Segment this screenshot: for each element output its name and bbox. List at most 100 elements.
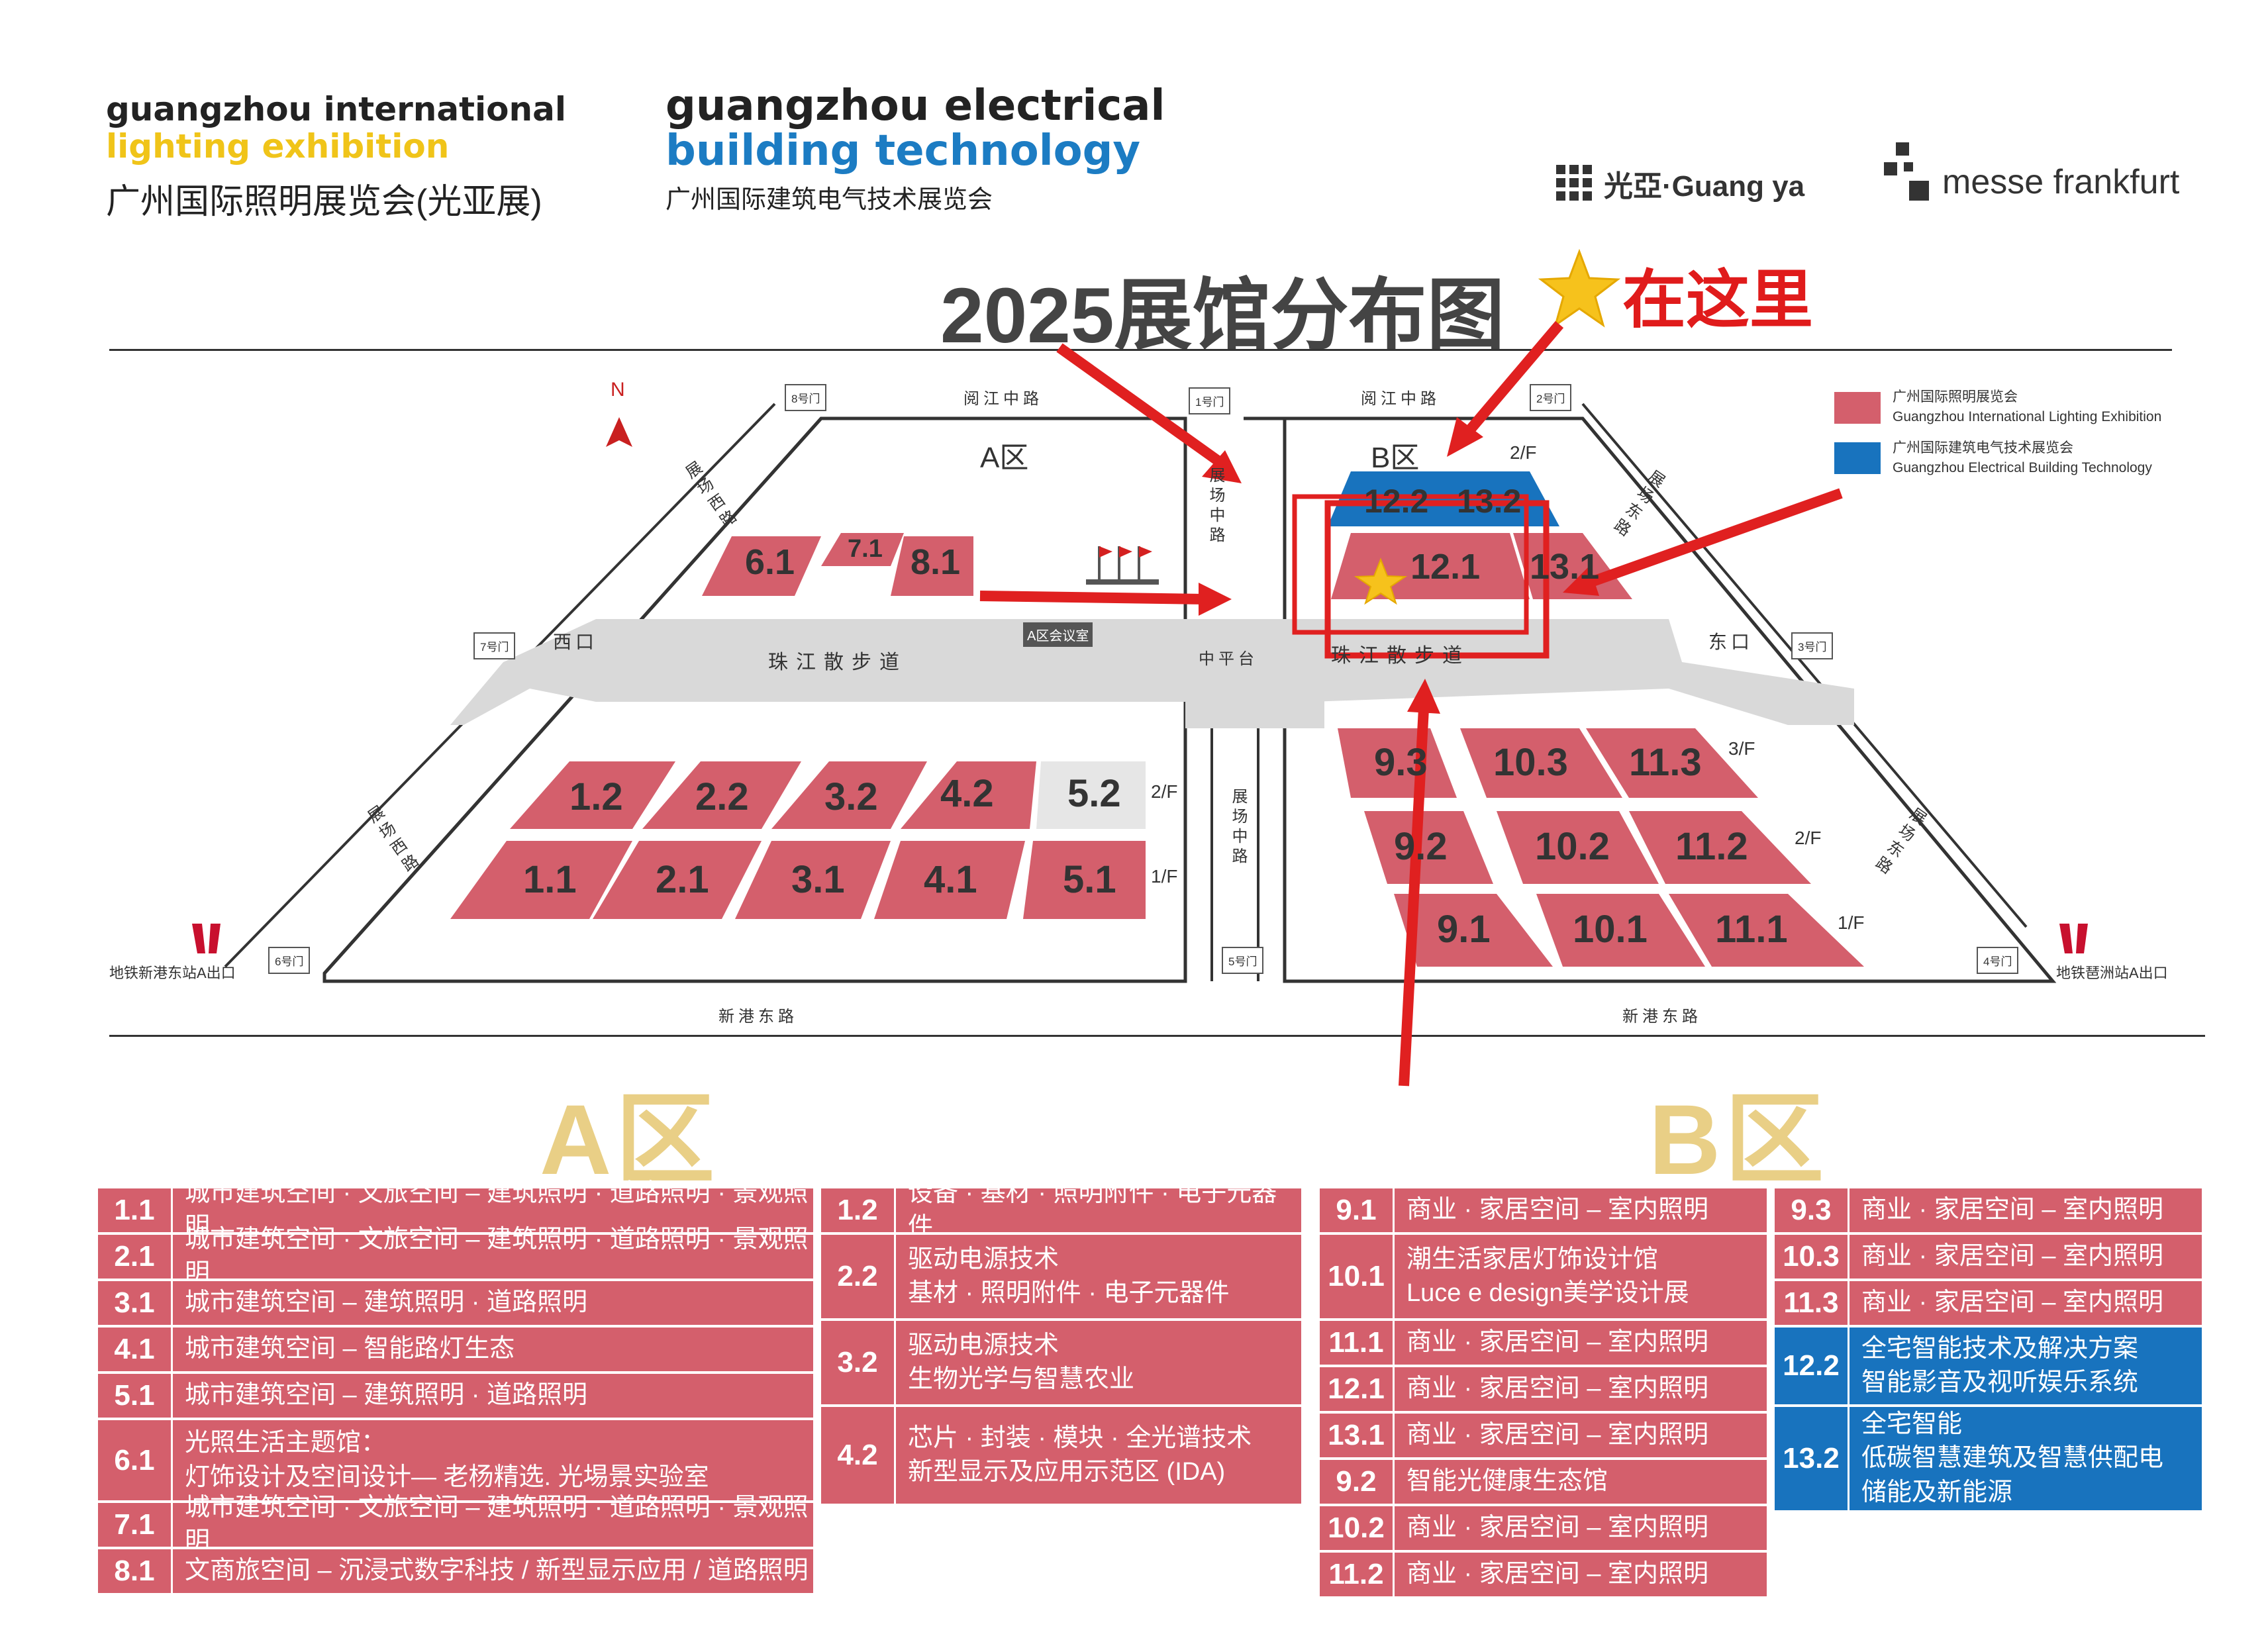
hall-row-description: 城市建筑空间 · 文旅空间 – 建筑照明 · 道路照明 · 景观照明: [173, 1226, 813, 1287]
hall-label-9-2: 9.2: [1394, 825, 1448, 868]
hall-row-line: 全宅智能: [1861, 1410, 1963, 1439]
hall-row-number: 11.1: [1320, 1321, 1395, 1365]
gate-1: 1号门: [1189, 387, 1231, 414]
hall-row-line: 商业 · 家居空间 – 室内照明: [1406, 1421, 1709, 1449]
hall-row-number: 10.1: [1320, 1235, 1395, 1318]
zone-b-outline: [1244, 416, 2057, 983]
hall-row-4-1: 4.1 城市建筑空间 – 智能路灯生态: [98, 1328, 813, 1371]
hall-row-line: 商业 · 家居空间 – 室内照明: [1406, 1328, 1709, 1357]
hall-row-1-2: 1.2 设备 · 基材 · 照明附件 · 电子元器件: [821, 1179, 1301, 1241]
zone-b-label: B区: [1371, 442, 1420, 474]
hall-label-10-1: 10.1: [1573, 908, 1648, 951]
hall-label-12-2: 12.2: [1364, 483, 1429, 520]
hall-7-1-block: [821, 533, 904, 566]
hall-row-description: 全宅智能低碳智慧建筑及智慧供配电储能及新能源: [1849, 1407, 2202, 1510]
hall-row-description: 城市建筑空间 – 建筑照明 · 道路照明: [173, 1374, 813, 1418]
hall-row-number: 9.2: [1320, 1460, 1395, 1504]
hall-label-3-2: 3.2: [824, 775, 878, 818]
hall-row-description: 光照生活主题馆：灯饰设计及空间设计— 老杨精选. 光埸景实验室: [173, 1420, 813, 1500]
gate-5: 5号门: [1222, 947, 1264, 974]
hall-2-2-block: [642, 761, 801, 829]
guangya-grid-icon: [1556, 165, 1592, 201]
road-mid-upper: 展场中路: [1207, 467, 1224, 546]
metro-right-label: 地铁琶洲站A出口: [2056, 965, 2168, 981]
gate-3: 3号门: [1791, 632, 1834, 659]
floor-a-2f: 2/F: [1151, 781, 1178, 802]
page-title: 2025展馆分布图: [940, 272, 1505, 360]
center-platform-label: 中平台: [1199, 650, 1258, 668]
hall-row-line: 城市建筑空间 – 智能路灯生态: [185, 1335, 515, 1363]
hall-row-description: 商业 · 家居空间 – 室内照明: [1395, 1367, 1767, 1411]
hall-4-1-block: [874, 841, 1025, 919]
hall-row-description: 城市建筑空间 – 智能路灯生态: [173, 1328, 813, 1371]
hall-row-line: 全宅智能技术及解决方案: [1861, 1334, 2139, 1363]
hall-label-12-1: 12.1: [1410, 547, 1481, 587]
road-top-a: 阅江中路: [963, 390, 1043, 408]
hall-label-5-2: 5.2: [1067, 772, 1121, 815]
hall-row-line: 智能影音及视听娱乐系统: [1861, 1369, 2139, 1396]
hall-11-1-block: [1669, 894, 1864, 967]
hall-row-number: 1.2: [821, 1188, 896, 1232]
hall-label-8-1: 8.1: [911, 542, 961, 582]
hall-row-line: 智能光健康生态馆: [1406, 1467, 1608, 1496]
promenade: [450, 619, 1854, 725]
legend-building-swatch: [1834, 442, 1881, 474]
hall-label-5-1: 5.1: [1063, 858, 1116, 901]
hall-row-number: 4.1: [98, 1328, 173, 1371]
north-arrow-icon: [606, 417, 632, 447]
hall-row-line: 城市建筑空间 – 建筑照明 · 道路照明: [185, 1381, 588, 1410]
hall-row-description: 驱动电源技术生物光学与智慧农业: [896, 1321, 1301, 1404]
hall-row-number: 11.2: [1320, 1553, 1395, 1596]
hall-row-number: 6.1: [98, 1420, 173, 1500]
hall-row-number: 3.1: [98, 1281, 173, 1325]
hall-row-12-2: 12.2 全宅智能技术及解决方案智能影音及视听娱乐系统: [1775, 1328, 2202, 1404]
flags-icon: [1086, 546, 1159, 585]
hall-11-2-block: [1629, 811, 1811, 884]
hall-label-3-1: 3.1: [791, 858, 845, 901]
floor-b-1f: 1/F: [1838, 912, 1865, 933]
hall-row-line: 设备 · 基材 · 照明附件 · 电子元器件: [908, 1179, 1277, 1241]
hall-row-description: 商业 · 家居空间 – 室内照明: [1395, 1414, 1767, 1457]
hall-row-number: 13.2: [1775, 1407, 1849, 1510]
hall-label-1-2: 1.2: [569, 775, 623, 818]
hall-row-description: 驱动电源技术基材 · 照明附件 · 电子元器件: [896, 1235, 1301, 1318]
hall-row-line: 驱动电源技术: [908, 1245, 1060, 1273]
legend-lighting-cn: 广州国际照明展览会: [1893, 389, 2018, 405]
hall-label-2-1: 2.1: [656, 858, 709, 901]
metro-left-label: 地铁新港东站A出口: [109, 965, 236, 981]
hall-row-number: 12.2: [1775, 1328, 1849, 1404]
highlight-outer-box: [1324, 500, 1550, 659]
hall-row-number: 13.1: [1320, 1414, 1395, 1457]
hall-row-11-1: 11.1 商业 · 家居空间 – 室内照明: [1320, 1321, 1767, 1365]
gate-7: 7号门: [473, 632, 516, 659]
hall-row-number: 2.1: [98, 1235, 173, 1279]
hall-row-line: 商业 · 家居空间 – 室内照明: [1861, 1242, 2164, 1271]
legend-lighting-swatch: [1834, 392, 1881, 424]
hall-row-line: 潮生活家居灯饰设计馆: [1406, 1245, 1659, 1273]
highlight-inner-box: [1292, 494, 1529, 635]
hall-row-description: 商业 · 家居空间 – 室内照明: [1849, 1188, 2202, 1232]
messe-frankfurt-text: messe frankfurt: [1942, 163, 2180, 201]
hall-1-1-block: [450, 841, 632, 919]
hall-row-description: 商业 · 家居空间 – 室内照明: [1849, 1281, 2202, 1325]
hall-row-line: 商业 · 家居空间 – 室内照明: [1406, 1560, 1709, 1588]
hall-row-line: 驱动电源技术: [908, 1331, 1060, 1359]
hall-row-description: 城市建筑空间 – 建筑照明 · 道路照明: [173, 1281, 813, 1325]
west-gate-label: 西口: [553, 632, 599, 652]
metro-right-icon: [2059, 924, 2088, 953]
gate-8: 8号门: [785, 384, 827, 411]
hall-row-number: 3.2: [821, 1321, 896, 1404]
hall-row-number: 2.2: [821, 1235, 896, 1318]
guangya-logo: 光亞·Guang ya: [1556, 162, 1804, 205]
hall-row-line: 商业 · 家居空间 – 室内照明: [1406, 1375, 1709, 1403]
hall-2-1-block: [593, 841, 762, 919]
